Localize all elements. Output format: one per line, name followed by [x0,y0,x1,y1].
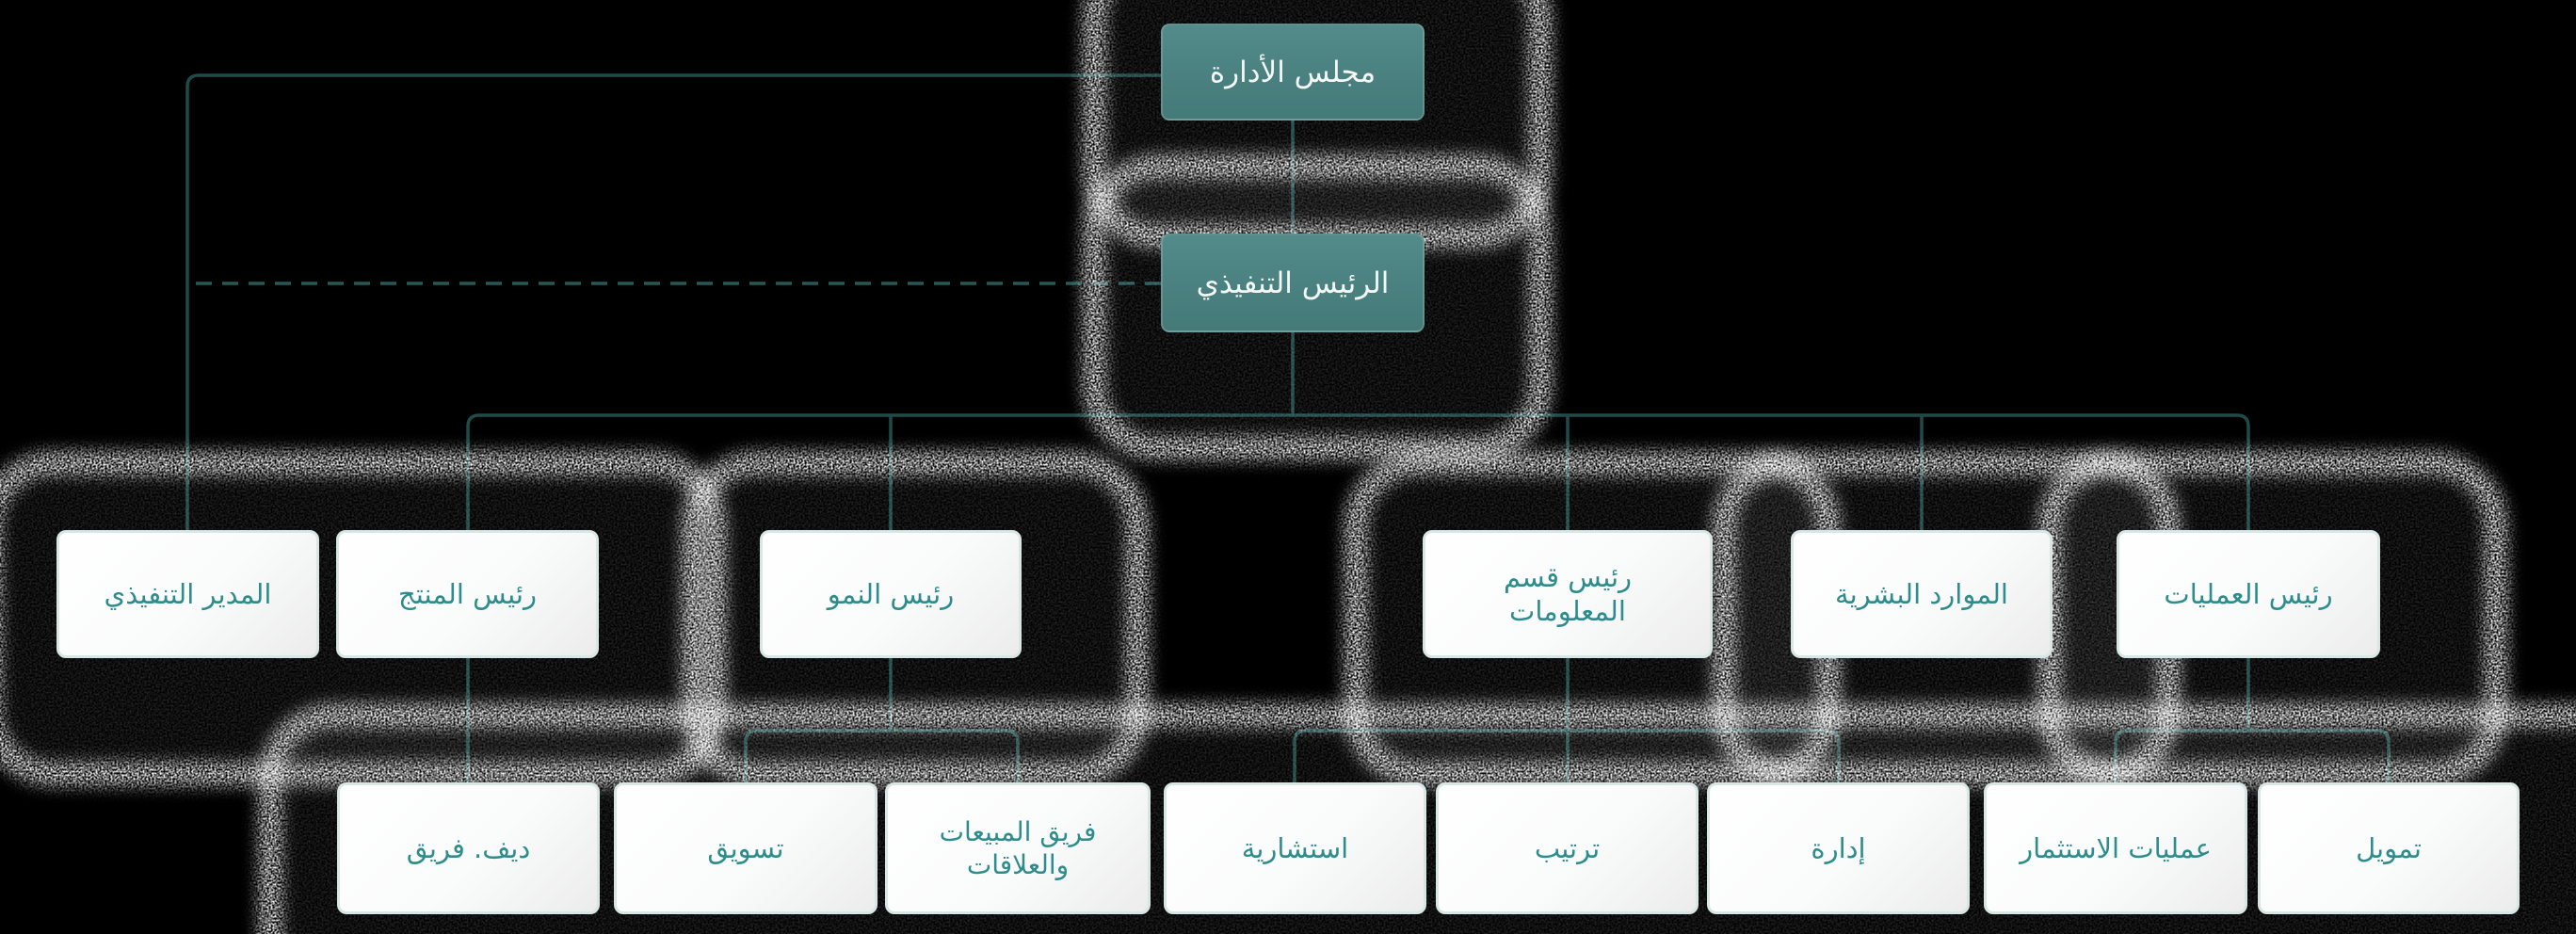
node-finance-label: تمويل [2356,831,2422,864]
node-consulting-label: استشارية [1241,831,1349,864]
node-sales-team-label: فريق المبيعات والعلاقات [939,816,1097,880]
node-board-label: مجلس الأدارة [1209,55,1377,89]
node-board[interactable]: مجلس الأدارة [1161,24,1425,121]
node-ceo[interactable]: الرئيس التنفيذي [1161,234,1425,332]
node-dev-team-label: ديف. فريق [406,831,531,864]
node-head-product[interactable]: رئيس المنتج [336,530,599,658]
node-finance[interactable]: تمويل [2258,782,2520,914]
node-head-operations-label: رئيس العمليات [2164,577,2333,610]
node-dev-team[interactable]: ديف. فريق [337,782,600,914]
node-hr-label: الموارد البشرية [1835,577,2008,610]
node-head-it-label: رئيس قسم المعلومات [1503,560,1633,627]
node-head-operations[interactable]: رئيس العمليات [2117,530,2380,658]
node-marketing[interactable]: تسويق [614,782,877,914]
node-hr[interactable]: الموارد البشرية [1791,530,2053,658]
node-exec-director-label: المدير التنفيذي [104,577,272,610]
node-investment-ops[interactable]: عمليات الاستثمار [1984,782,2247,914]
node-ceo-label: الرئيس التنفيذي [1196,266,1390,300]
node-management-label: إدارة [1811,831,1866,864]
node-marketing-label: تسويق [707,831,784,864]
node-investment-ops-label: عمليات الاستثمار [2020,831,2212,864]
node-head-growth[interactable]: رئيس النمو [760,530,1022,658]
node-head-product-label: رئيس المنتج [398,577,537,610]
node-exec-director[interactable]: المدير التنفيذي [56,530,319,658]
node-ranking[interactable]: ترتيب [1436,782,1699,914]
node-management[interactable]: إدارة [1707,782,1970,914]
node-head-it[interactable]: رئيس قسم المعلومات [1423,530,1713,658]
node-ranking-label: ترتيب [1534,831,1601,864]
node-head-growth-label: رئيس النمو [827,577,955,610]
node-consulting[interactable]: استشارية [1164,782,1426,914]
node-sales-team[interactable]: فريق المبيعات والعلاقات [885,782,1151,914]
